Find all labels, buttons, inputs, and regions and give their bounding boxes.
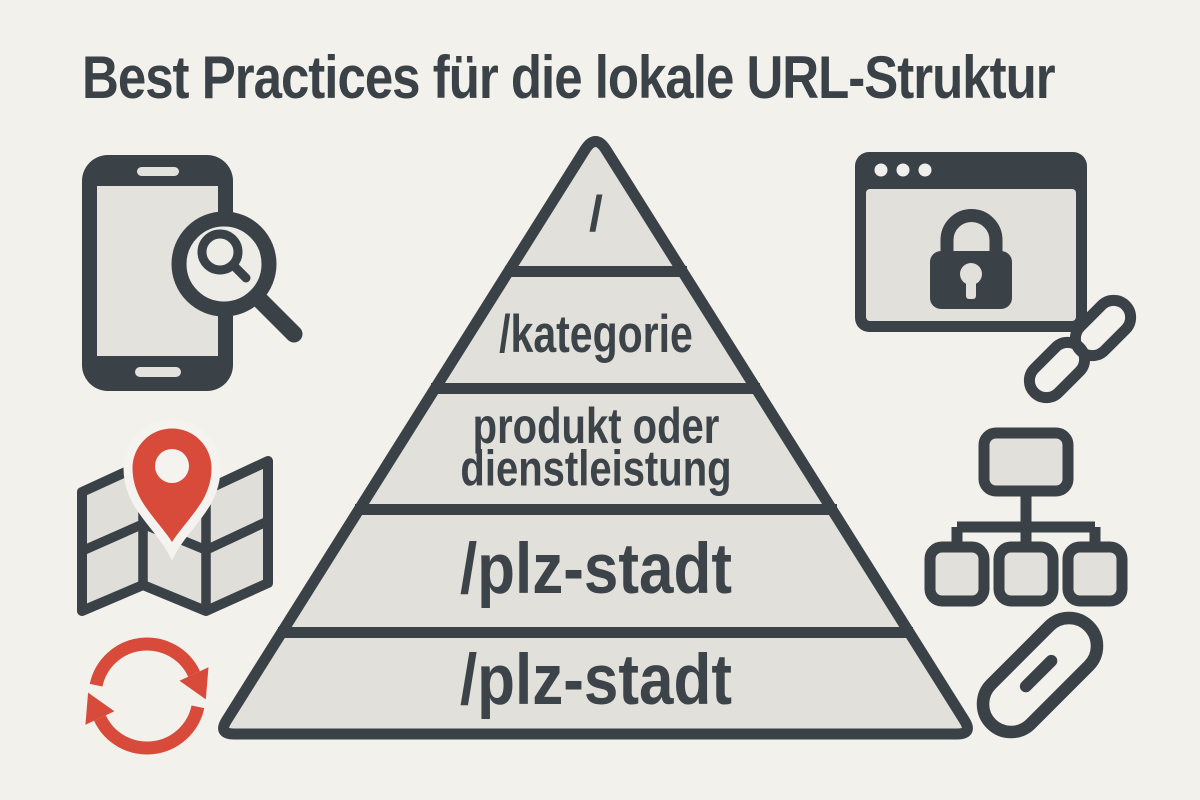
pyramid-level-plz-stadt-2: /plz-stadt xyxy=(459,640,733,721)
lock-shackle xyxy=(940,209,1003,255)
mobile-search-icon xyxy=(82,155,303,391)
page-title: Best Practices für die lokale URL-Strukt… xyxy=(82,43,1056,112)
location-pin xyxy=(123,419,221,561)
secure-browser-lock-icon xyxy=(855,152,1087,332)
pyramid-dividers xyxy=(278,266,913,638)
refresh-arrows-icon xyxy=(85,637,209,755)
pyramid-outline xyxy=(218,136,973,740)
single-link-icon xyxy=(976,611,1104,739)
sitemap-hierarchy-icon xyxy=(924,427,1128,607)
map-location-pin-icon xyxy=(77,419,273,616)
pyramid-level-kategorie: /kategorie xyxy=(499,304,693,364)
chain-links-icon xyxy=(1023,294,1137,404)
browser-dots xyxy=(874,163,932,177)
url-pyramid xyxy=(218,136,973,740)
pyramid-level-produkt-line1: produkt oder xyxy=(472,399,720,455)
pyramid-level-produkt-line2: dienstleistung xyxy=(460,441,732,497)
pyramid-level-plz-stadt-1: /plz-stadt xyxy=(459,529,733,610)
pyramid-level-produkt: produkt oder dienstleistung xyxy=(0,399,1192,497)
pyramid-level-root: / xyxy=(589,186,603,242)
